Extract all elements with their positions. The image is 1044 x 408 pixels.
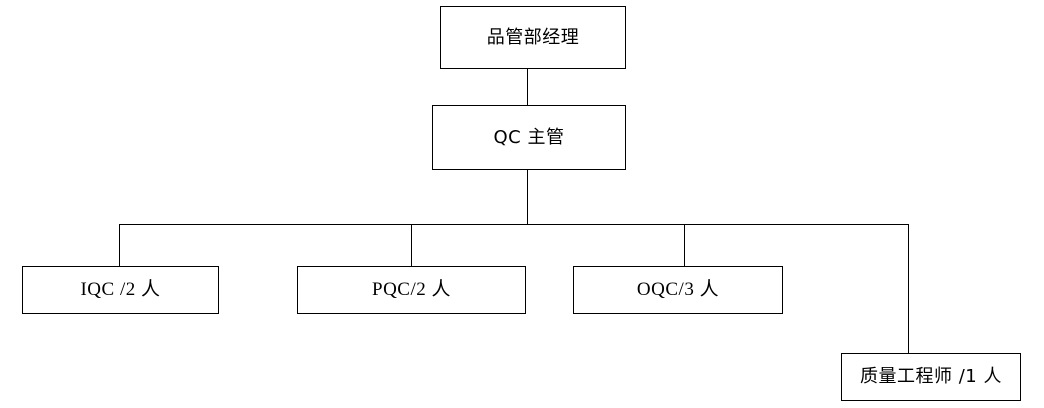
node-quality-manager-label: 品管部经理 <box>486 26 580 48</box>
node-iqc-label: IQC /2 人 <box>80 278 161 300</box>
connector-bus-to-iqc <box>119 224 120 266</box>
node-qc-supervisor[interactable]: QC 主管 <box>432 105 626 170</box>
node-pqc-label: PQC/2 人 <box>372 278 451 300</box>
node-oqc[interactable]: OQC/3 人 <box>573 266 783 314</box>
connector-bus-to-oqc <box>684 224 685 266</box>
node-quality-manager[interactable]: 品管部经理 <box>440 6 626 69</box>
connector-bus-to-quality-engineer <box>908 224 909 353</box>
node-pqc[interactable]: PQC/2 人 <box>297 266 526 314</box>
node-quality-engineer[interactable]: 质量工程师 /1 人 <box>841 353 1021 401</box>
connector-horizontal-bus <box>119 224 909 225</box>
connector-qc-supervisor-to-bus <box>527 170 528 224</box>
connector-bus-to-pqc <box>411 224 412 266</box>
node-qc-supervisor-label: QC 主管 <box>493 126 565 148</box>
connector-manager-to-qc-supervisor <box>527 69 528 105</box>
node-iqc[interactable]: IQC /2 人 <box>22 266 219 314</box>
node-quality-engineer-label: 质量工程师 /1 人 <box>860 366 1002 388</box>
node-oqc-label: OQC/3 人 <box>636 278 720 300</box>
